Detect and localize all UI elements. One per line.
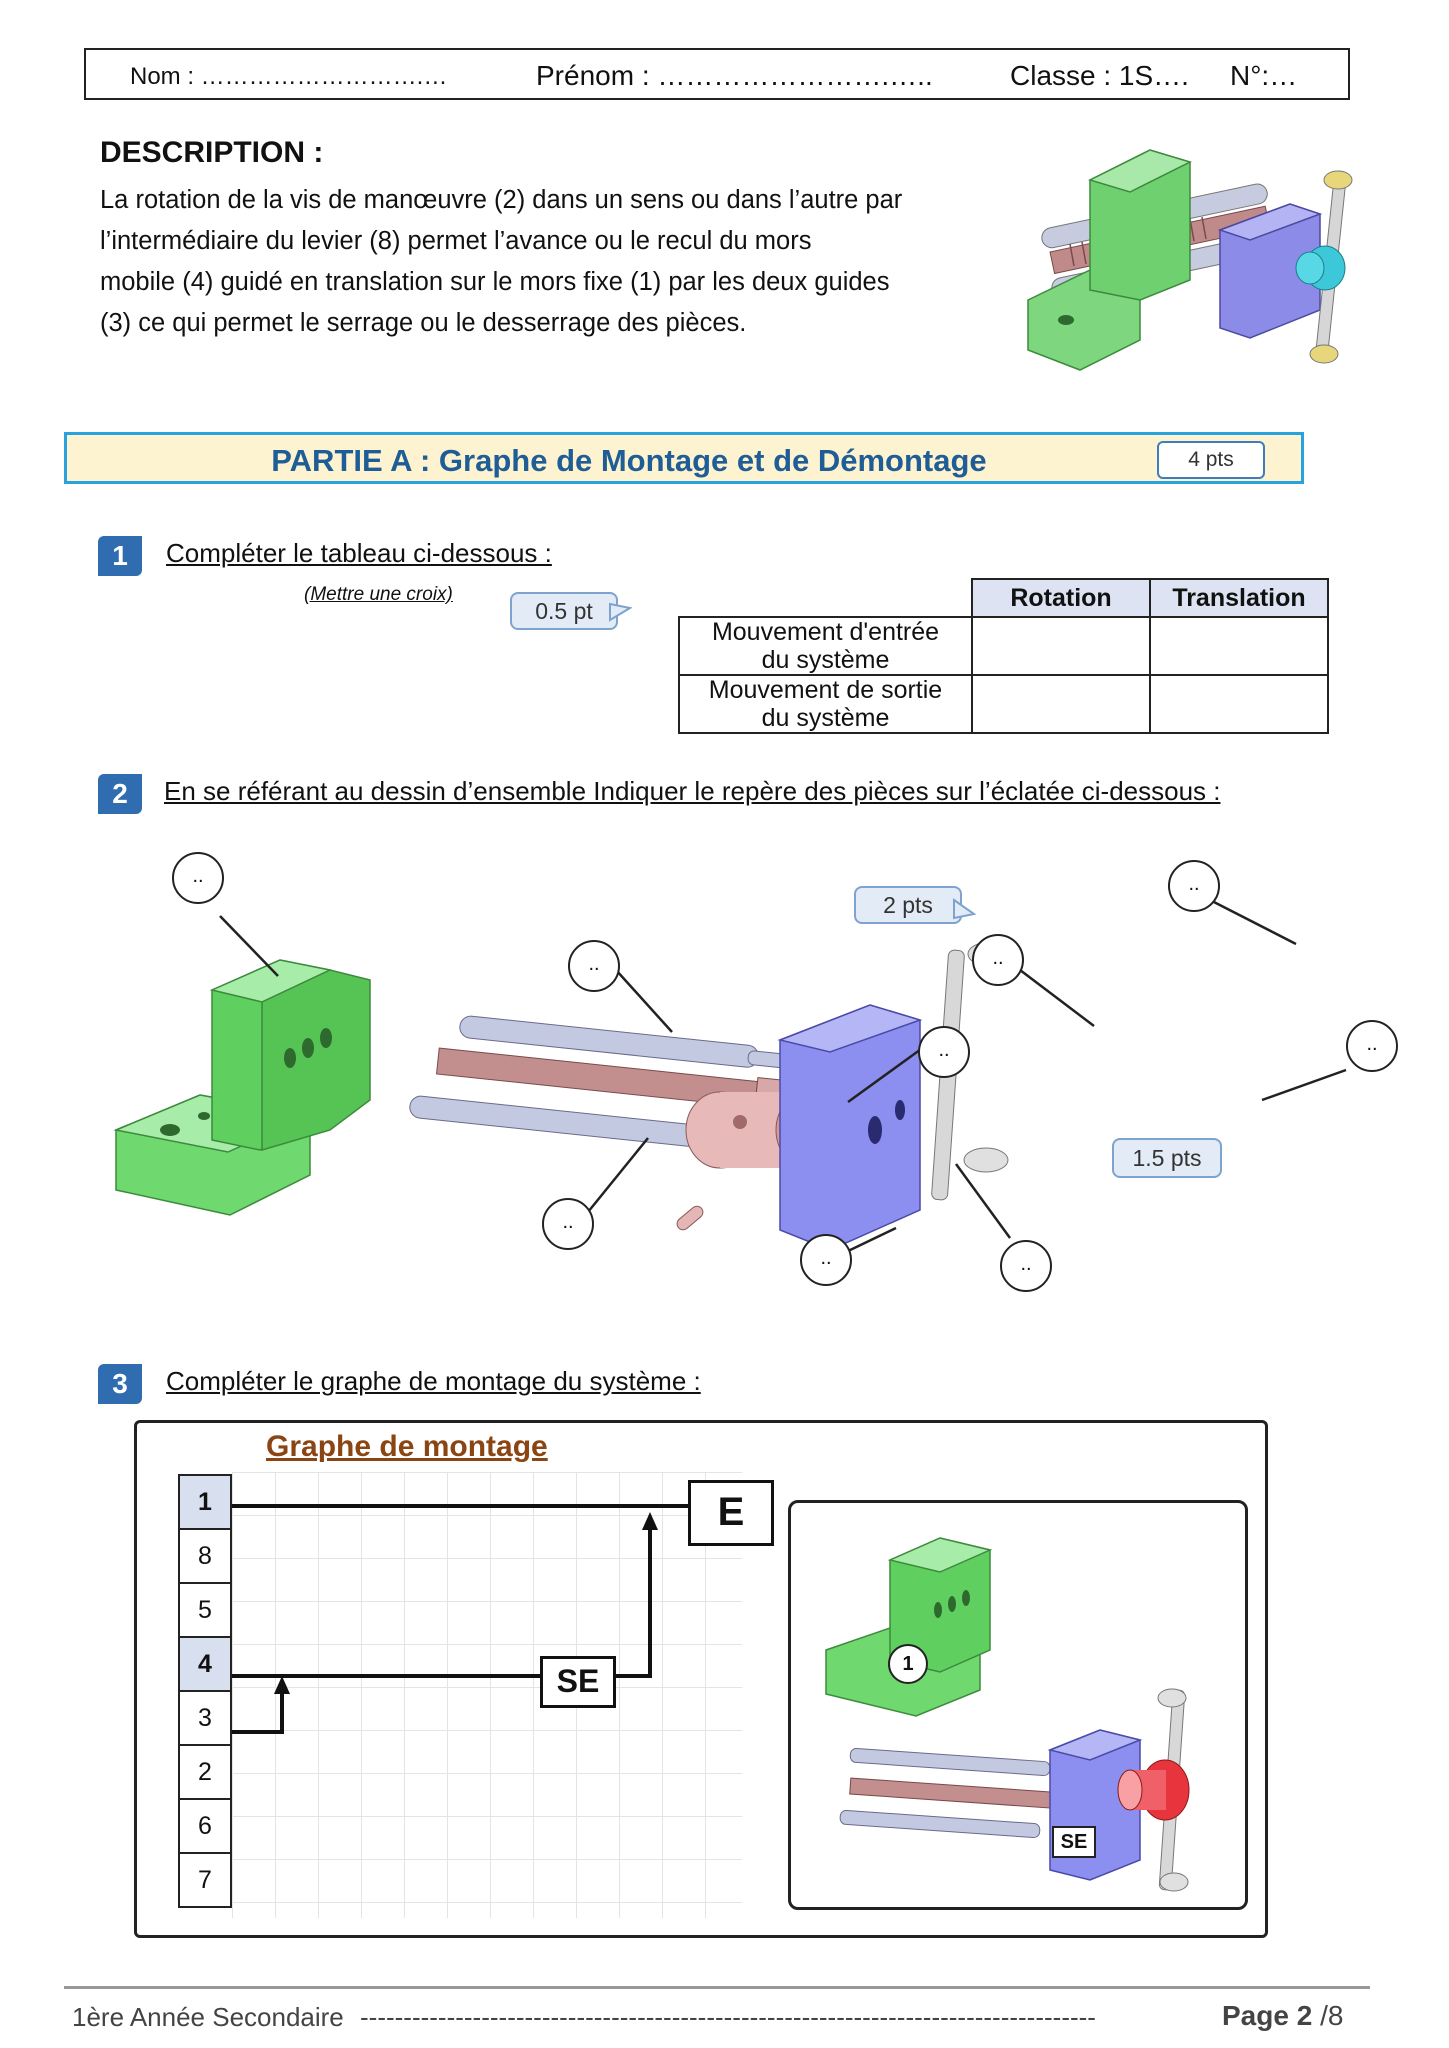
- assembly-images: [825, 1537, 1190, 1892]
- part-cell: 2: [178, 1744, 232, 1800]
- bubble-tail: [609, 602, 632, 622]
- graph-box-se: SE: [540, 1656, 616, 1708]
- nom-field[interactable]: Nom : ……………………….…: [130, 63, 448, 90]
- points-bubble-2pts: 2 pts: [854, 886, 962, 924]
- graph-lines: [232, 1504, 688, 1734]
- header-translation: Translation: [1149, 578, 1329, 618]
- partie-title: PARTIE A : Graphe de Montage et de Démon…: [271, 443, 987, 478]
- part-cell: 4: [178, 1636, 232, 1692]
- footer-page-number: Page 2 /8: [1222, 2000, 1343, 2032]
- cell-sortie-rotation[interactable]: [971, 674, 1151, 734]
- page-total: /8: [1320, 2000, 1344, 2031]
- leader-lines: [219, 898, 1347, 1254]
- part-cell: 8: [178, 1528, 232, 1584]
- callout-moving-jaw[interactable]: ..: [972, 934, 1024, 986]
- cell-entree-rotation[interactable]: [971, 616, 1151, 676]
- numero-field[interactable]: N°:…: [1230, 60, 1298, 91]
- student-header: Nom : ……………………….… Prénom : …………………….….. …: [84, 48, 1350, 100]
- image-label-se: SE: [1052, 1826, 1096, 1858]
- callout-lever[interactable]: ..: [1346, 1020, 1398, 1072]
- question-number-2: 2: [98, 774, 142, 814]
- callout-pin[interactable]: ..: [800, 1234, 852, 1286]
- callout-guide-top[interactable]: ..: [568, 940, 620, 992]
- prenom-field[interactable]: Prénom : …………………….…..: [536, 60, 933, 91]
- callout-fixed-jaw[interactable]: ..: [172, 852, 224, 904]
- classe-field[interactable]: Classe : 1S….: [1010, 60, 1189, 91]
- callout-cap-top[interactable]: ..: [1168, 860, 1220, 912]
- footer-level: 1ère Année Secondaire: [72, 2002, 344, 2032]
- points-bubble-1-5pts: 1.5 pts: [1112, 1138, 1222, 1178]
- question-number-3: 3: [98, 1364, 142, 1404]
- points-bubble-q1: 0.5 pt: [510, 592, 618, 630]
- part-cell: 5: [178, 1582, 232, 1638]
- graph-grid[interactable]: [232, 1472, 742, 1918]
- graph-title: Graphe de montage: [266, 1430, 548, 1463]
- vise-assembly-illustration: [1027, 149, 1353, 371]
- footer-divider: [64, 1986, 1370, 1989]
- partie-banner: PARTIE A : Graphe de Montage et de Démon…: [64, 432, 1304, 484]
- footer-dashes: ----------------------------------------…: [360, 2002, 1096, 2032]
- part-cell: 6: [178, 1798, 232, 1854]
- callout-cylinder[interactable]: ..: [1000, 1240, 1052, 1292]
- question-number-1: 1: [98, 536, 142, 576]
- question-1-text: Compléter le tableau ci-dessous :: [166, 538, 552, 568]
- part-cell: 1: [178, 1474, 232, 1530]
- header-rotation: Rotation: [971, 578, 1151, 618]
- image-label-part-1: 1: [888, 1644, 928, 1684]
- exploded-view-illustration: [113, 941, 1013, 1251]
- description-line: l’intermédiaire du levier (8) permet l’a…: [100, 227, 812, 255]
- description-text: La rotation de la vis de manœuvre (2) da…: [100, 180, 960, 344]
- callout-guide-bottom[interactable]: ..: [542, 1198, 594, 1250]
- description-title: DESCRIPTION :: [100, 136, 324, 169]
- graph-frame: [134, 1420, 1268, 1938]
- assembly-image-frame: [788, 1500, 1248, 1910]
- question-3-text: Compléter le graphe de montage du systèm…: [166, 1366, 701, 1396]
- cell-entree-translation[interactable]: [1149, 616, 1329, 676]
- parts-column: 1 8 5 4 3 2 6 7: [178, 1474, 232, 1908]
- question-2-text: En se référant au dessin d’ensemble Indi…: [164, 776, 1221, 806]
- callout-screw[interactable]: ..: [918, 1026, 970, 1078]
- cell-sortie-translation[interactable]: [1149, 674, 1329, 734]
- description-line: (3) ce qui permet le serrage ou le desse…: [100, 309, 747, 337]
- partie-points-badge: 4 pts: [1157, 441, 1265, 479]
- bubble-tail: [953, 898, 977, 920]
- description-line: mobile (4) guidé en translation sur le m…: [100, 268, 890, 296]
- question-1-note: (Mettre une croix): [304, 584, 453, 605]
- page-label: Page 2: [1222, 2000, 1313, 2031]
- description-line: La rotation de la vis de manœuvre (2) da…: [100, 186, 903, 214]
- part-cell: 7: [178, 1852, 232, 1908]
- graph-box-e: E: [688, 1480, 774, 1546]
